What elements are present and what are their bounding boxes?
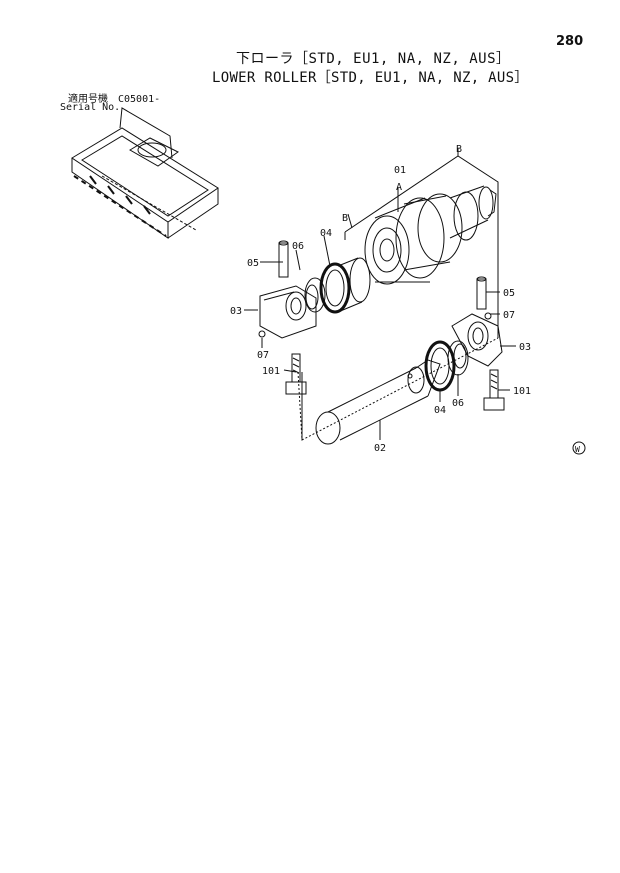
callout-03-left: 03: [230, 306, 242, 317]
callout-101-right: 101: [513, 386, 531, 397]
callout-04-right: 04: [434, 405, 446, 416]
callout-05-left: 05: [247, 258, 259, 269]
callout-06-left: 06: [292, 241, 304, 252]
lower-roller-body: [364, 185, 497, 285]
seal-group-left: [304, 257, 371, 314]
callout-01: 01: [394, 165, 406, 176]
callout-b-mid: B: [342, 213, 348, 224]
callout-04-left: 04: [320, 228, 332, 239]
leader-lines: [244, 213, 516, 440]
title-japanese: 下ローラ［STD, EU1, NA, NZ, AUS］: [236, 51, 511, 67]
page-number: 280: [556, 34, 584, 49]
w-mark-letter: W: [575, 445, 580, 454]
callout-06-right: 06: [452, 398, 464, 409]
seal-group-right: [424, 340, 469, 392]
callout-a: A: [396, 182, 402, 193]
callout-07-right: 07: [503, 310, 515, 321]
roller-assembly-bracket: [297, 148, 499, 441]
callout-101-left: 101: [262, 366, 280, 377]
bolt-left: [285, 353, 307, 395]
callout-03-right: 03: [519, 342, 531, 353]
title-english: LOWER ROLLER［STD, EU1, NA, NZ, AUS］: [212, 70, 529, 86]
serial-label-english: Serial No.: [60, 102, 121, 113]
serial-label-japanese: 適用号機 C05001-: [68, 94, 161, 105]
callout-07-left: 07: [257, 350, 269, 361]
roller-shaft: [315, 359, 441, 445]
pin-left: [278, 240, 289, 278]
undercarriage-locator-illustration: [71, 107, 219, 239]
callout-02: 02: [374, 443, 386, 454]
callout-05-right: 05: [503, 288, 515, 299]
pin-right: [476, 276, 487, 310]
callout-b-top: B: [456, 144, 462, 155]
collar-left: [258, 285, 317, 339]
collar-right: [451, 312, 503, 367]
bolt-right: [483, 369, 505, 411]
w-mark-circle: [572, 441, 586, 455]
